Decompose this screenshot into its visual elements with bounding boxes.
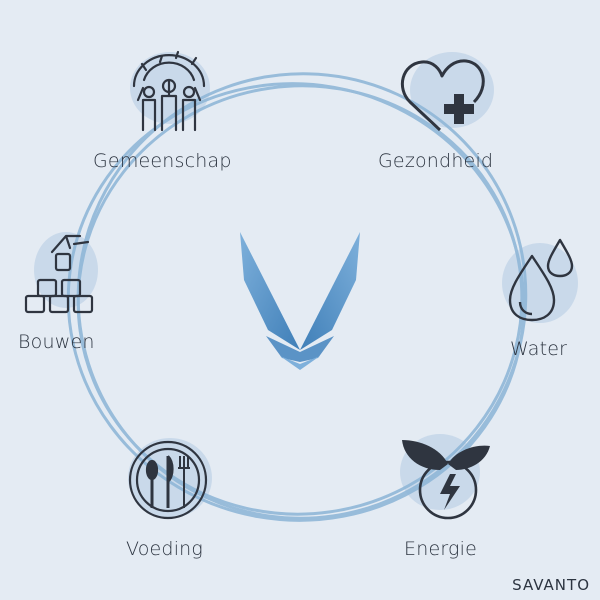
brand-logo: SAVANTO <box>512 576 590 594</box>
leaf-energy-icon <box>402 440 490 520</box>
node-label-gezondheid: Gezondheid <box>378 150 494 172</box>
node-label-water: Water <box>510 338 568 360</box>
cycle-ring <box>66 72 528 522</box>
savanto-v-logo-icon <box>240 232 360 370</box>
community-icon <box>132 50 206 132</box>
building-blocks-icon <box>24 234 94 314</box>
node-label-energie: Energie <box>404 538 477 560</box>
node-label-gemeenschap: Gemeenschap <box>93 150 232 172</box>
heart-plus-icon <box>400 59 485 132</box>
node-label-bouwen: Bouwen <box>18 331 95 353</box>
plate-cutlery-icon <box>128 440 208 520</box>
medical-plus-icon <box>444 94 474 124</box>
node-label-voeding: Voeding <box>126 538 204 560</box>
icon-blobs <box>34 52 578 518</box>
water-drops-icon <box>508 238 574 322</box>
